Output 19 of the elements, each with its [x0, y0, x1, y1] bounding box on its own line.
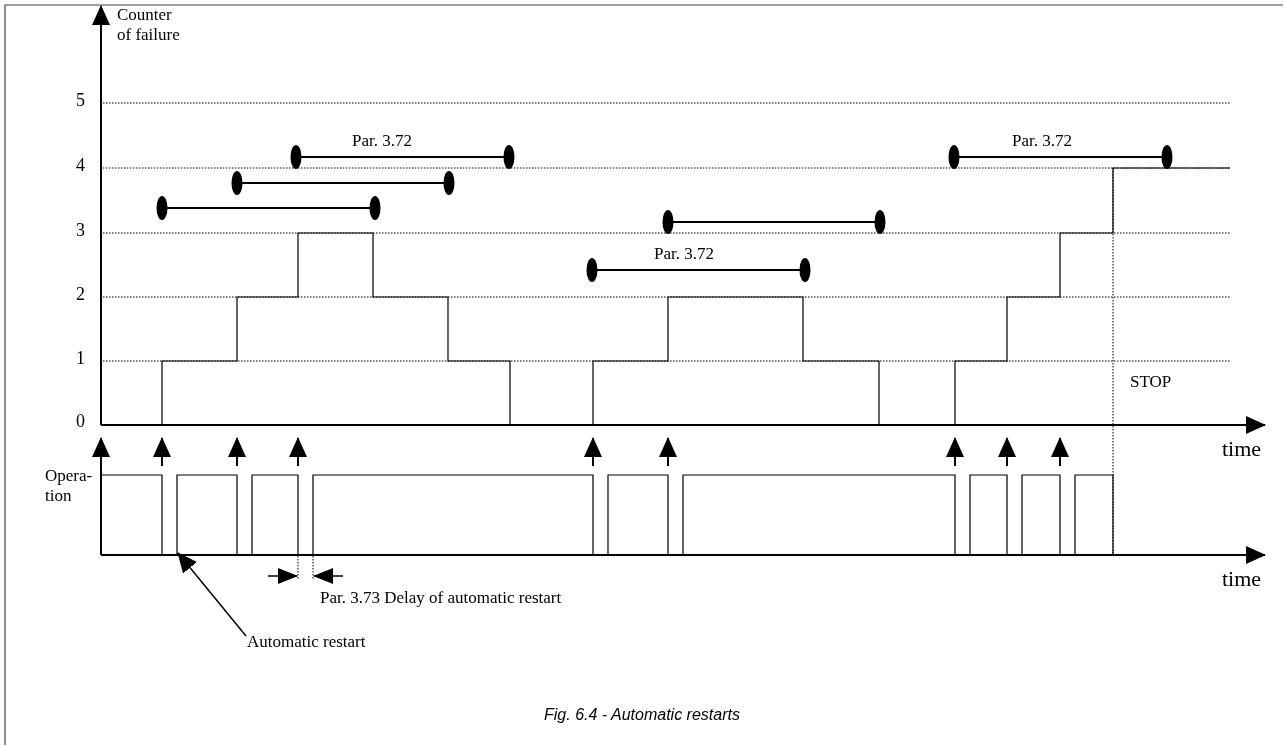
tick-label: 1 — [76, 348, 85, 370]
signal-label: Opera- tion — [45, 466, 94, 507]
tick-label: 3 — [76, 220, 85, 242]
callout-text: Automatic restart — [247, 632, 366, 653]
axis-title: Counter of failure — [117, 5, 181, 46]
interval-label: Par. 3.72 — [352, 131, 412, 152]
tick-label: 4 — [76, 155, 85, 177]
interval-label: Par. 3.72 — [654, 244, 714, 265]
status-label: STOP — [1130, 372, 1172, 393]
leader-line — [177, 552, 247, 637]
caption: Fig. 6.4 - Automatic restarts — [543, 706, 741, 724]
tick-label: 2 — [76, 284, 85, 306]
tick-label: 0 — [76, 411, 85, 433]
axis-title: time — [1222, 566, 1262, 593]
interval-label: Par. 3.72 — [1012, 131, 1072, 152]
dimension-label: Par. 3.73 Delay of automatic restart — [320, 588, 562, 609]
axis-title: time — [1222, 436, 1262, 463]
operation-pulse — [176, 474, 238, 556]
tick-label: 5 — [76, 90, 85, 112]
